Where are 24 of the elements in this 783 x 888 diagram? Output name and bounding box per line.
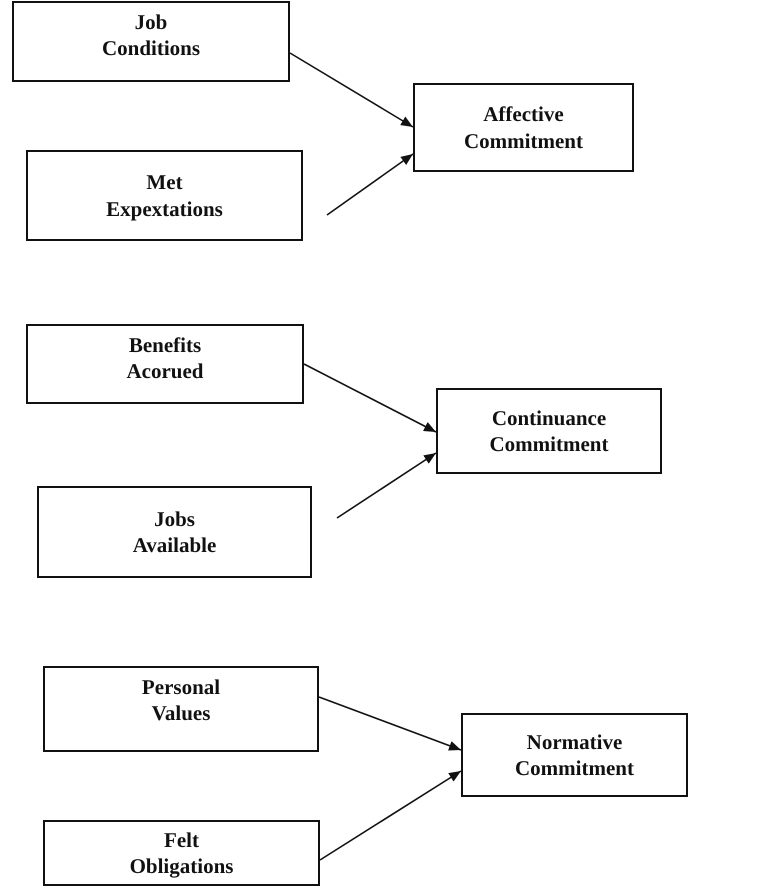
arrow — [318, 696, 462, 751]
factor-box — [12, 1, 290, 82]
arrow — [290, 52, 414, 128]
box-label: Benefits Acorued — [126, 332, 204, 384]
box-label: Continuance Commitment — [488, 404, 610, 458]
arrow — [304, 363, 436, 433]
arrow — [336, 452, 436, 519]
arrow — [320, 770, 462, 861]
factor-box — [413, 83, 634, 172]
box-label: Jobs Available — [132, 506, 218, 558]
factor-box — [43, 666, 319, 752]
box-label: Felt Obligations — [128, 826, 234, 880]
factor-box — [37, 486, 312, 578]
factor-box — [461, 713, 688, 797]
factor-box — [43, 820, 320, 886]
box-label: Personal Values — [140, 674, 222, 726]
box-label: Affective Commitment — [463, 101, 584, 154]
box-label: Normative Commitment — [514, 728, 635, 782]
factor-box — [26, 324, 304, 404]
factor-box — [436, 388, 662, 474]
factor-box — [26, 150, 303, 241]
arrow — [326, 153, 414, 216]
box-label: Job Conditions — [100, 9, 202, 62]
box-label: Met Expextations — [105, 169, 224, 222]
